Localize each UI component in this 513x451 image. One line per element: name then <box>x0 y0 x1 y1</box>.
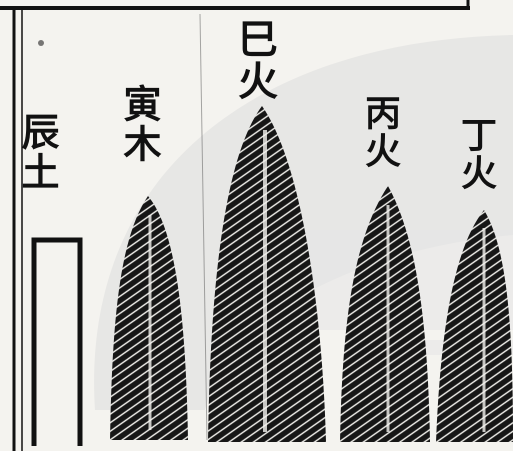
earth-rectangle-icon <box>31 237 83 446</box>
label-chen-tu: 辰土 <box>15 112 60 192</box>
flame-icon <box>208 106 326 442</box>
flame-icon <box>340 186 430 442</box>
label-yin-mu: 寅木 <box>117 84 162 164</box>
ink-dot <box>38 40 44 46</box>
flame-icon <box>110 196 188 440</box>
flame-icon <box>436 210 513 442</box>
label-bing-huo: 丙火 <box>359 94 401 170</box>
label-si-huo: 巳火 <box>231 18 278 102</box>
label-ding-huo: 丁火 <box>455 116 497 192</box>
